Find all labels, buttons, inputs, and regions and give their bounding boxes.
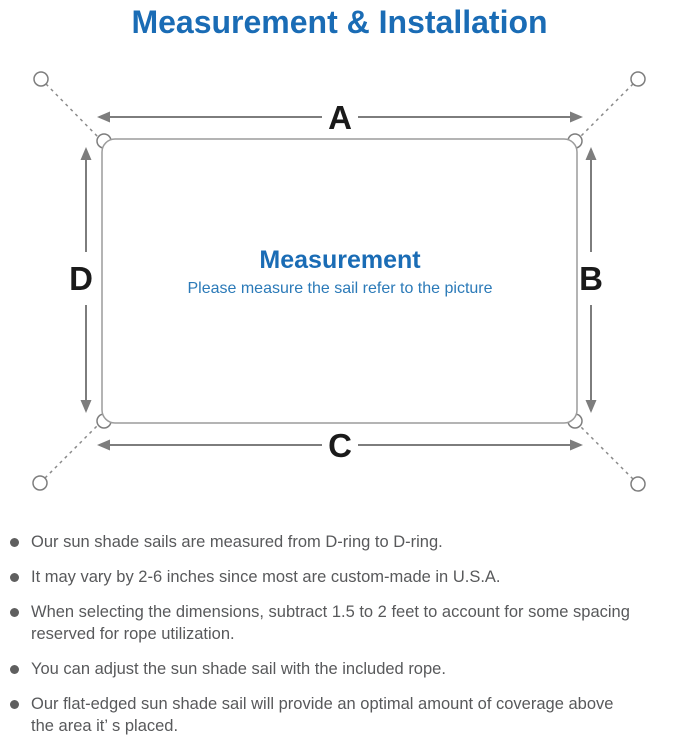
bullet-icon — [10, 665, 19, 674]
rope-line-top-left — [45, 83, 100, 139]
bullet-icon — [10, 573, 19, 582]
sail-rectangle — [101, 138, 578, 424]
bullet-text: You can adjust the sun shade sail with t… — [31, 660, 446, 678]
rope-line-bottom-left — [44, 423, 100, 479]
dimension-label-a: A — [328, 99, 352, 136]
bullet-item-measured-d-ring: Our sun shade sails are measured from D-… — [10, 531, 677, 553]
anchor-ring-icon-bottom-right — [630, 476, 646, 492]
bullet-item-flat-edged-coverage: Our flat-edged sun shade sail will provi… — [10, 693, 677, 737]
page-title: Measurement & Installation — [131, 4, 548, 40]
dimension-label-b: B — [579, 260, 603, 297]
diagram-center-title: Measurement — [259, 246, 421, 274]
anchor-ring-icon-top-right — [630, 71, 646, 87]
rope-line-bottom-right — [578, 424, 634, 480]
anchor-ring-icon-bottom-left — [32, 475, 48, 491]
bullet-icon — [10, 538, 19, 547]
rope-line-top-right — [578, 83, 634, 139]
bullet-item-vary-inches: It may vary by 2-6 inches since most are… — [10, 566, 677, 588]
bullet-item-subtract-feet: When selecting the dimensions, subtract … — [10, 601, 677, 645]
bullet-text: It may vary by 2-6 inches since most are… — [31, 568, 501, 586]
bullet-icon — [10, 608, 19, 617]
bullet-text: Our sun shade sails are measured from D-… — [31, 533, 443, 551]
dimension-label-c: C — [328, 427, 352, 464]
dimension-label-d: D — [69, 260, 93, 297]
bullet-text: Our flat-edged sun shade sail will provi… — [31, 695, 614, 735]
sail-measurement-diagram: A B C D Measurement Please measure the s… — [32, 71, 646, 492]
bullet-icon — [10, 700, 19, 709]
bullet-item-adjust-rope: You can adjust the sun shade sail with t… — [10, 658, 677, 680]
bullet-text: When selecting the dimensions, subtract … — [31, 603, 630, 643]
instruction-bullet-list: Our sun shade sails are measured from D-… — [10, 531, 677, 739]
anchor-ring-icon-top-left — [33, 71, 49, 87]
diagram-center-subtitle: Please measure the sail refer to the pic… — [187, 280, 492, 297]
